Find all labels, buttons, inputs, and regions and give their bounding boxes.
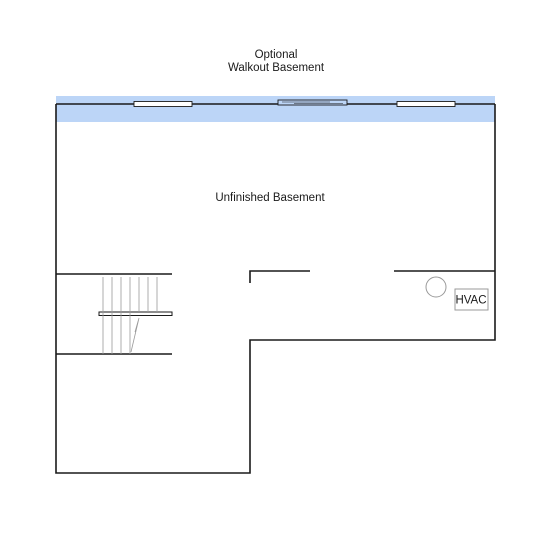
window-right (396, 101, 456, 107)
hvac-label: HVAC (455, 295, 486, 307)
stair-treads (102, 277, 158, 354)
stairs (56, 273, 173, 355)
walkout-zone (56, 96, 495, 122)
room-label-unfinished-basement: Unfinished Basement (215, 192, 325, 204)
stair-direction-arrow (130, 317, 140, 353)
plan-title-line1: Optional (255, 49, 298, 61)
plan-title-line2: Walkout Basement (228, 62, 325, 74)
hvac-unit (454, 288, 489, 311)
window-left (133, 101, 193, 107)
interior-wall-center (249, 270, 310, 283)
stair-landing-rail (98, 311, 173, 316)
walkout-door (277, 99, 348, 106)
exterior-walls (55, 104, 496, 474)
water-heater-icon (425, 276, 447, 298)
